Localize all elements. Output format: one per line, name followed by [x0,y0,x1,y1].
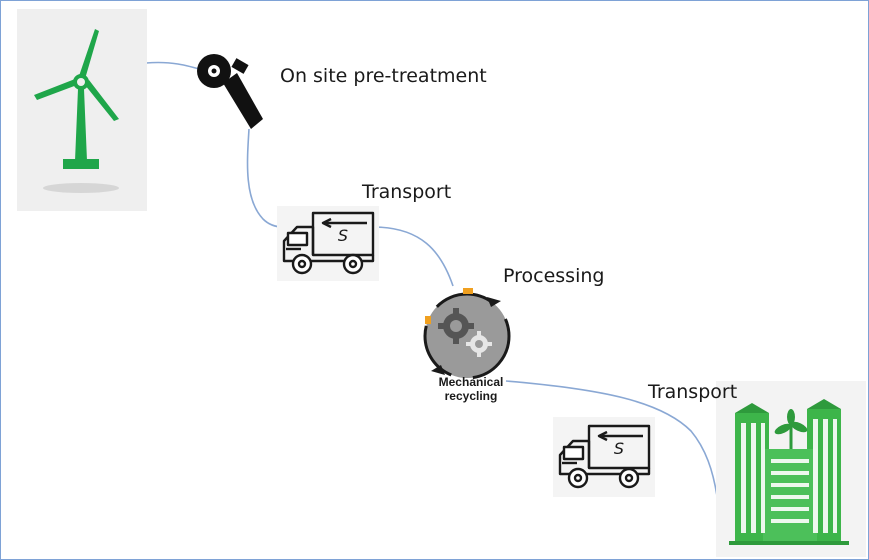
mechanical-recycling-line-2: recycling [444,389,498,403]
wind-turbine-icon [17,9,147,211]
connector-truck-to-processing [372,226,454,287]
truck-1-logo: S [338,226,348,245]
connector-processing-to-buildings [505,380,718,497]
truck-2-logo: S [614,439,624,458]
delivery-truck-icon-1 [277,206,379,281]
recycling-gears-icon [423,288,511,380]
connector-turbine-to-grinder [145,61,207,72]
delivery-truck-icon-2 [553,417,655,497]
connector-grinder-to-truck [246,128,284,228]
transport-label-2: Transport [648,381,738,403]
transport-label-1: Transport [362,181,452,203]
mechanical-recycling-label: Mechanical recycling [423,375,519,403]
processing-label: Processing [503,265,605,287]
green-buildings-icon [716,381,866,557]
pretreatment-label: On site pre-treatment [280,65,487,87]
angle-grinder-icon [197,54,263,129]
mechanical-recycling-line-1: Mechanical [438,375,504,389]
